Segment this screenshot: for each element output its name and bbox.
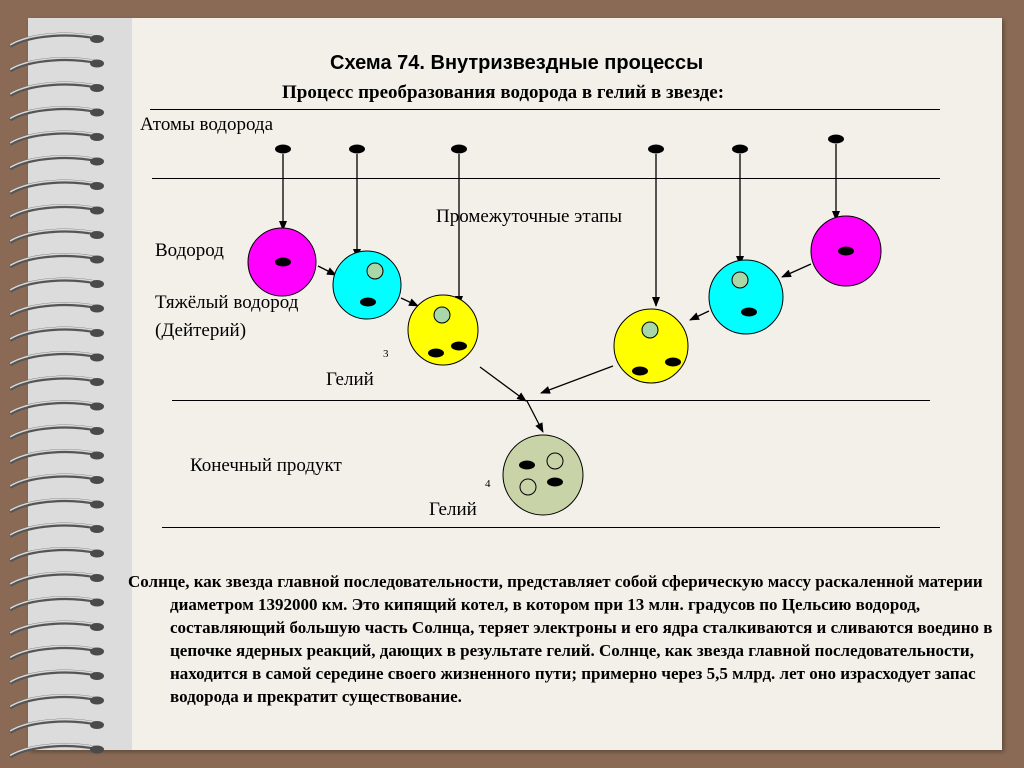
proton-dot xyxy=(360,297,376,307)
binding-ring xyxy=(8,130,104,146)
hydrogen-atom-dot xyxy=(828,134,844,144)
binding-ring xyxy=(8,326,104,342)
deuterium-nucleus-left xyxy=(332,250,402,320)
binding-ring xyxy=(8,204,104,220)
arrow-helium3-right-to-junction xyxy=(540,365,614,394)
binding-ring xyxy=(8,375,104,391)
divider-stages xyxy=(172,400,930,401)
arrow-helium3-left-to-junction xyxy=(479,366,527,402)
arrow-hydrogen-to-deuterium-left xyxy=(317,265,337,276)
proton-dot xyxy=(519,460,535,470)
arrow-deuterium-to-helium3-left xyxy=(400,297,419,307)
binding-ring xyxy=(8,155,104,171)
binding-ring xyxy=(8,718,104,734)
binding-ring xyxy=(8,522,104,538)
binding-ring xyxy=(8,424,104,440)
binding-ring xyxy=(8,57,104,73)
proton-dot xyxy=(428,348,444,358)
binding-ring xyxy=(8,228,104,244)
neutron-dot xyxy=(731,271,749,289)
binding-ring xyxy=(8,473,104,489)
binding-ring xyxy=(8,351,104,367)
label-final-product: Конечный продукт xyxy=(190,455,342,476)
divider-top xyxy=(150,109,940,110)
binding-ring xyxy=(8,498,104,514)
description-paragraph: Солнце, как звезда главной последователь… xyxy=(128,572,993,706)
binding-ring xyxy=(8,571,104,587)
label-helium4-superscript: 4 xyxy=(485,478,491,490)
divider-atoms xyxy=(152,178,940,179)
page-left-strip xyxy=(28,18,132,750)
label-hydrogen: Водород xyxy=(155,240,224,261)
page-title: Схема 74. Внутризвездные процессы xyxy=(330,52,704,74)
label-helium3: Гелий xyxy=(326,369,374,390)
neutron-dot xyxy=(519,478,537,496)
label-intermediate-stages: Промежуточные этапы xyxy=(436,206,622,227)
proton-dot xyxy=(451,341,467,351)
binding-ring xyxy=(8,32,104,48)
neutron-dot xyxy=(641,321,659,339)
binding-ring xyxy=(8,620,104,636)
proton-dot xyxy=(632,366,648,376)
neutron-dot xyxy=(433,306,451,324)
label-heavy-hydrogen: Тяжёлый водород xyxy=(155,292,299,313)
binding-ring xyxy=(8,302,104,318)
hydrogen-atom-dot xyxy=(275,144,291,154)
arrow-hydrogen-to-deuterium-right xyxy=(781,263,812,278)
divider-final xyxy=(162,527,940,528)
binding-ring xyxy=(8,547,104,563)
proton-dot xyxy=(838,246,854,256)
binding-ring xyxy=(8,253,104,269)
proton-dot xyxy=(547,477,563,487)
label-deuterium: (Дейтерий) xyxy=(155,320,247,341)
binding-ring xyxy=(8,277,104,293)
binding-ring xyxy=(8,449,104,465)
hydrogen-atom-dot xyxy=(648,144,664,154)
page-subtitle: Процесс преобразования водорода в гелий … xyxy=(282,82,725,103)
spiral-binding xyxy=(8,32,104,759)
hydrogen-atom-dot xyxy=(349,144,365,154)
binding-ring xyxy=(8,645,104,661)
binding-ring xyxy=(8,106,104,122)
binding-ring xyxy=(8,694,104,710)
hydrogen-atom-dot xyxy=(451,144,467,154)
binding-ring xyxy=(8,596,104,612)
label-hydrogen-atoms: Атомы водорода xyxy=(140,114,274,135)
binding-ring xyxy=(8,743,104,759)
proton-dot xyxy=(275,257,291,267)
hydrogen-atom-dot xyxy=(732,144,748,154)
deuterium-nucleus-right xyxy=(708,259,784,335)
neutron-dot xyxy=(546,452,564,470)
neutron-dot xyxy=(366,262,384,280)
binding-ring xyxy=(8,669,104,685)
proton-dot xyxy=(741,307,757,317)
binding-ring xyxy=(8,179,104,195)
arrow-junction-to-helium4 xyxy=(526,400,544,433)
label-helium4: Гелий xyxy=(429,499,477,520)
label-helium3-superscript: 3 xyxy=(383,348,389,360)
proton-dot xyxy=(665,357,681,367)
arrow-deuterium-to-helium3-right xyxy=(689,310,710,321)
binding-ring xyxy=(8,400,104,416)
helium3-nucleus-right xyxy=(613,308,689,384)
binding-ring xyxy=(8,81,104,97)
helium4-nucleus xyxy=(502,434,584,516)
